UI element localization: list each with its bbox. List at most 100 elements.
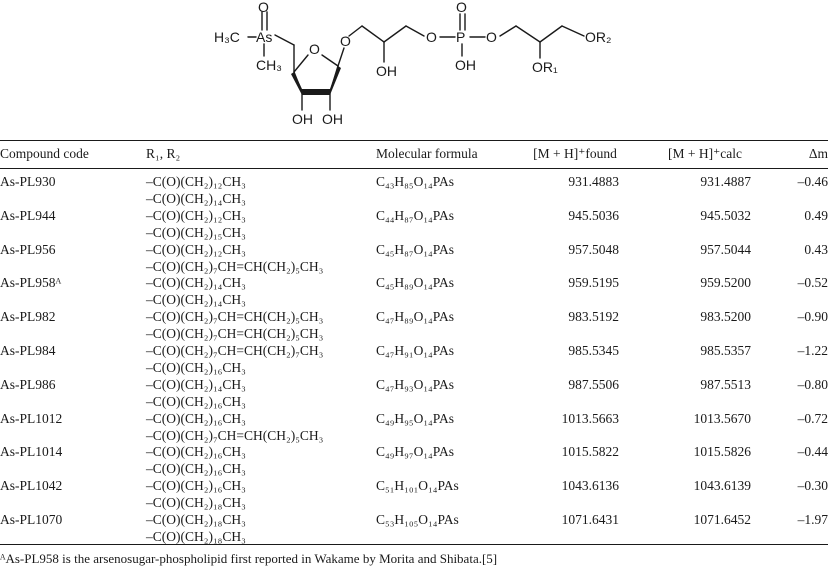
delta-m-cell: –0.72 [797, 410, 828, 426]
ring-hydroxyl-2-label: OH [322, 111, 343, 127]
delta-m-cell: –0.52 [797, 275, 828, 291]
formula-cell: C₄₅H₈₉O₁₄PAs [376, 275, 455, 291]
r2-cell: –C(O)(CH₂)₁₆CH₃ [146, 360, 246, 375]
r2-cell: –C(O)(CH₂)₁₄CH₃ [146, 292, 246, 308]
r1-cell: –C(O)(CH₂)₁₂CH₃ [146, 207, 246, 223]
mass-calc-cell: 959.5200 [700, 275, 751, 291]
table-header-rule [0, 168, 828, 169]
formula-cell: C₄₅H₈₇O₁₄PAs [376, 241, 455, 257]
compound-code-cell: As-PL958ᴬ [0, 275, 62, 291]
header-compound-code: Compound code [0, 146, 89, 161]
mass-found-cell: 1043.6136 [561, 478, 619, 494]
chemical-structure: O H₃C As CH₃ O O OH OH OH O P O OH O OR₂… [214, 0, 611, 127]
table-row: As-PL986 –C(O)(CH₂)₁₄CH₃ C₄₇H₉₃O₁₄PAs 987.5… [0, 377, 828, 411]
delta-m-cell: –1.97 [797, 512, 828, 527]
formula-cell: C₅₃H₁₀₅O₁₄PAs [376, 512, 459, 527]
table-row: As-PL956 –C(O)(CH₂)₁₂CH₃ C₄₅H₈₇O₁₄PAs 957.5… [0, 242, 828, 276]
or1-label: OR₁ [532, 59, 558, 75]
r2-cell: –C(O)(CH₂)₁₈CH₃ [146, 495, 246, 511]
mass-found-cell: 931.4883 [568, 174, 619, 189]
table-header: Compound code R₁, R₂ Molecular formula [… [0, 146, 828, 166]
delta-m-cell: –0.90 [797, 309, 828, 325]
header-mass-found: [M + H]⁺found [533, 146, 617, 161]
compound-code-cell: As-PL984 [0, 343, 56, 358]
delta-m-cell: –0.46 [797, 174, 828, 189]
formula-cell: C₄₇H₉₁O₁₄PAs [376, 343, 455, 358]
mass-calc-cell: 1015.5826 [693, 444, 751, 460]
r2-cell: –C(O)(CH₂)₁₅CH₃ [146, 224, 246, 240]
glycosidic-oxygen-label: O [340, 33, 351, 49]
table-row: As-PL944 –C(O)(CH₂)₁₂CH₃ C₄₄H₈₇O₁₄PAs 945.5… [0, 208, 828, 242]
or2-label: OR₂ [585, 29, 611, 45]
delta-m-cell: 0.43 [804, 241, 828, 257]
ring-oxygen-label: O [309, 41, 320, 57]
compound-code-cell: As-PL1014 [0, 444, 63, 460]
r2-cell: –C(O)(CH₂)₁₆CH₃ [146, 393, 246, 409]
compound-code-cell: As-PL986 [0, 376, 56, 392]
table-row: As-PL1014 –C(O)(CH₂)₁₆CH₃ C₄₉H₉₇O₁₄PAs 1015… [0, 444, 828, 478]
mass-calc-cell: 987.5513 [700, 376, 751, 392]
phosphoryl-oxygen-label: O [456, 0, 467, 15]
delta-m-cell: 0.49 [804, 207, 828, 223]
r2-cell: –C(O)(CH₂)₁₈CH₃ [146, 529, 246, 544]
compound-code-cell: As-PL1070 [0, 512, 63, 527]
r1-cell: –C(O)(CH₂)₁₈CH₃ [146, 512, 246, 527]
mass-found-cell: 1015.5822 [561, 444, 619, 460]
formula-cell: C₄₇H₉₃O₁₄PAs [376, 376, 455, 392]
table-row: As-PL984 –C(O)(CH₂)₇CH=CH(CH₂)₇CH₃ C₄₇H₉₁O… [0, 343, 828, 377]
mass-found-cell: 987.5506 [568, 376, 619, 392]
delta-m-cell: –0.30 [797, 478, 828, 494]
mass-found-cell: 1071.6431 [561, 512, 619, 527]
mass-calc-cell: 1043.6139 [693, 478, 751, 494]
r1-cell: –C(O)(CH₂)₁₂CH₃ [146, 174, 246, 189]
formula-cell: C₄₃H₈₅O₁₄PAs [376, 174, 455, 189]
r1-cell: –C(O)(CH₂)₇CH=CH(CH₂)₇CH₃ [146, 343, 324, 358]
table-row: As-PL1012 –C(O)(CH₂)₁₆CH₃ C₄₉H₉₅O₁₄PAs 1013… [0, 411, 828, 445]
ester-oxygen-left-label: O [426, 29, 437, 45]
table-row: As-PL1070 –C(O)(CH₂)₁₈CH₃ C₅₃H₁₀₅O₁₄PAs 107… [0, 512, 828, 546]
delta-m-cell: –0.80 [797, 376, 828, 392]
header-delta-m: Δm [808, 146, 828, 161]
compound-code-cell: As-PL930 [0, 174, 56, 189]
compound-code-cell: As-PL982 [0, 309, 56, 325]
compound-code-cell: As-PL956 [0, 241, 56, 257]
table-row: As-PL958ᴬ –C(O)(CH₂)₁₄CH₃ C₄₅H₈₉O₁₄PAs 959.… [0, 275, 828, 309]
r1-cell: –C(O)(CH₂)₁₆CH₃ [146, 410, 246, 426]
mass-found-cell: 1013.5663 [561, 410, 619, 426]
r1-cell: –C(O)(CH₂)₇CH=CH(CH₂)₅CH₃ [146, 309, 324, 325]
header-molecular-formula: Molecular formula [376, 146, 478, 161]
delta-m-cell: –0.44 [797, 444, 828, 460]
mass-found-cell: 945.5036 [568, 207, 619, 223]
compound-code-cell: As-PL944 [0, 207, 56, 223]
mass-found-cell: 957.5048 [568, 241, 619, 257]
glycerol-hydroxyl-label: OH [376, 63, 397, 79]
formula-cell: C₄₉H₉₅O₁₄PAs [376, 410, 455, 426]
delta-m-cell: –1.22 [797, 343, 828, 358]
mass-calc-cell: 985.5357 [700, 343, 751, 358]
formula-cell: C₄₉H₉₇O₁₄PAs [376, 444, 455, 460]
r1-cell: –C(O)(CH₂)₁₆CH₃ [146, 478, 246, 494]
r1-cell: –C(O)(CH₂)₁₄CH₃ [146, 376, 246, 392]
table-row: As-PL930 –C(O)(CH₂)₁₂CH₃ C₄₃H₈₅O₁₄PAs 931.4… [0, 174, 828, 208]
mass-calc-cell: 1013.5670 [693, 410, 751, 426]
compound-code-cell: As-PL1042 [0, 478, 63, 494]
table-footnote: ᴬAs-PL958 is the arsenosugar-phospholipi… [0, 551, 498, 566]
mass-calc-cell: 957.5044 [700, 241, 751, 257]
r2-cell: –C(O)(CH₂)₁₄CH₃ [146, 191, 246, 206]
r1-cell: –C(O)(CH₂)₁₂CH₃ [146, 241, 246, 257]
mass-found-cell: 985.5345 [568, 343, 619, 358]
r2-cell: –C(O)(CH₂)₁₆CH₃ [146, 461, 246, 477]
mass-calc-cell: 945.5032 [700, 207, 751, 223]
ester-oxygen-right-label: O [486, 29, 497, 45]
compound-code-cell: As-PL1012 [0, 410, 63, 426]
header-mass-calc: [M + H]⁺calc [668, 146, 742, 161]
formula-cell: C₄₄H₈₇O₁₄PAs [376, 207, 455, 223]
table-top-rule [0, 140, 828, 141]
ring-hydroxyl-1-label: OH [292, 111, 313, 127]
r2-cell: –C(O)(CH₂)₇CH=CH(CH₂)₅CH₃ [146, 427, 324, 443]
mass-calc-cell: 1071.6452 [693, 512, 751, 527]
oxo-oxygen-label: O [258, 0, 269, 15]
arsenic-label: As [256, 29, 272, 45]
